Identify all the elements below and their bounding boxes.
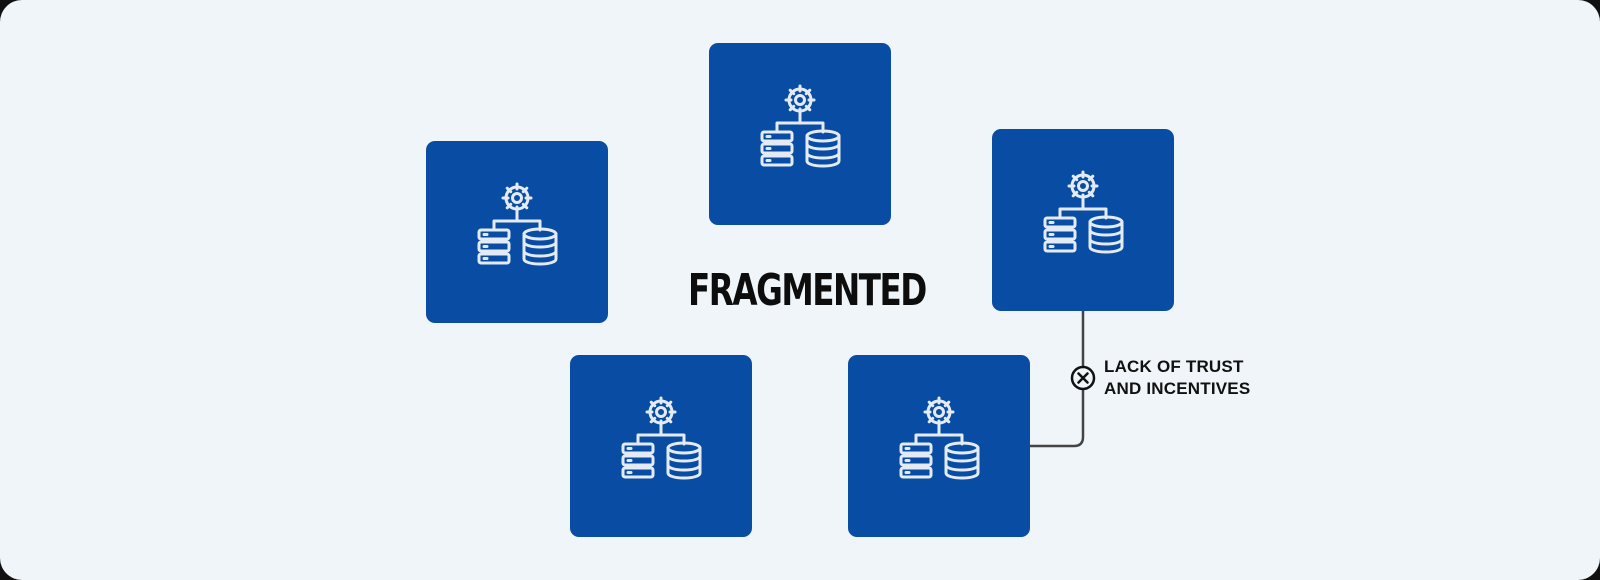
gear-server-database-icon [621, 396, 702, 480]
gear-server-database-icon [899, 396, 980, 480]
label-line-1: LACK OF TRUST [1104, 357, 1244, 376]
gear-server-database-icon [1043, 170, 1124, 254]
lack-of-trust-label: LACK OF TRUST AND INCENTIVES [1104, 356, 1294, 400]
gear-server-database-icon [477, 182, 558, 266]
gear-server-database-icon [760, 84, 841, 168]
connector-line [1030, 311, 1085, 448]
x-circle-icon [1070, 365, 1096, 391]
system-node-right [992, 129, 1174, 311]
label-line-2: AND INCENTIVES [1104, 379, 1251, 398]
system-node-top [709, 43, 891, 225]
system-node-left [426, 141, 608, 323]
system-node-bottom-left [570, 355, 752, 537]
system-node-bottom-right [848, 355, 1030, 537]
